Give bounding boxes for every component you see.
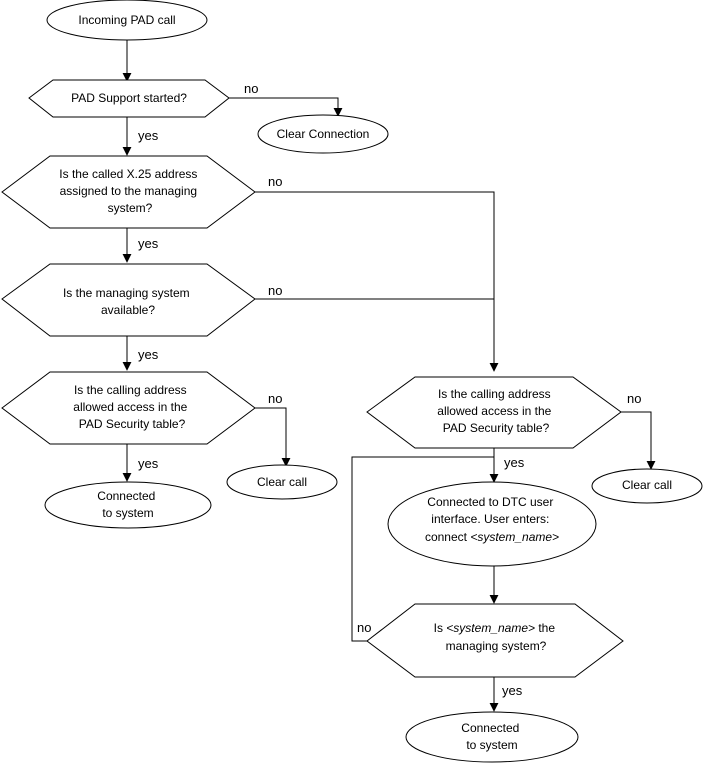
node-text: Incoming PAD call [78,13,175,27]
decision-shape [1,263,256,337]
decision-shape [1,371,256,445]
node-text: Connected to system [97,489,158,520]
node-connected-right: Connected to system [405,711,579,763]
node-text: Clear Connection [277,127,370,141]
label-yes: yes [504,455,525,470]
terminal-shape [405,711,579,763]
label-yes: yes [138,347,159,362]
node-text: Is the calling address allowed access in… [73,383,190,431]
decision-shape [366,603,624,678]
terminal-shape [387,481,597,567]
node-dtc-user-interface: Connected to DTC user interface. User en… [387,481,597,567]
node-clear-call-left: Clear call [226,464,338,500]
edge-security-left-no [255,407,291,467]
edge-security-right-no [621,411,656,470]
terminal-shape [46,0,208,41]
label-no: no [357,620,371,635]
label-no: no [268,174,282,189]
terminal-shape [44,481,212,529]
node-text: Connected to system [461,721,522,752]
decision-shape [1,155,256,229]
node-text: PAD Support started? [71,91,187,105]
decision-security-table-right: Is the calling address allowed access in… [366,376,622,449]
edge-is-system-name-no [351,456,494,642]
decision-pad-support-started: PAD Support started? [28,79,230,118]
node-text: Clear call [257,475,307,489]
label-yes: yes [138,128,159,143]
decision-managing-system-available: Is the managing system available? [1,263,256,337]
node-connected-left: Connected to system [44,481,212,529]
node-incoming-pad-call: Incoming PAD call [46,0,208,41]
decision-security-table-left: Is the calling address allowed access in… [1,371,256,445]
node-text: Is the called X.25 address assigned to t… [59,167,200,215]
node-clear-call-right: Clear call [591,468,703,504]
decision-called-address-assigned: Is the called X.25 address assigned to t… [1,155,256,229]
edge-labels: no yes no yes no yes no yes no yes no ye… [138,81,641,698]
decision-shape [366,376,622,449]
label-yes: yes [502,683,523,698]
edge-pad-support-no [229,97,343,117]
label-no: no [244,81,258,96]
label-no: no [627,391,641,406]
decision-is-system-name-managing: Is <system_name> the managing system? [366,603,624,678]
label-no: no [268,391,282,406]
edge-called-address-no [255,191,499,372]
node-text: Is the calling address allowed access in… [437,387,554,435]
node-text: Is the managing system available? [63,286,193,317]
node-text: Connected to DTC user interface. User en… [425,495,559,544]
label-yes: yes [138,456,159,471]
label-yes: yes [138,236,159,251]
terminal-shape [226,464,338,500]
node-clear-connection: Clear Connection [257,114,389,154]
connectors [122,40,656,712]
node-text: Is <system_name> the managing system? [434,621,559,653]
decision-shape [28,79,230,118]
node-text: Clear call [622,478,672,492]
label-no: no [268,283,282,298]
terminal-shape [257,114,389,154]
terminal-shape [591,468,703,504]
